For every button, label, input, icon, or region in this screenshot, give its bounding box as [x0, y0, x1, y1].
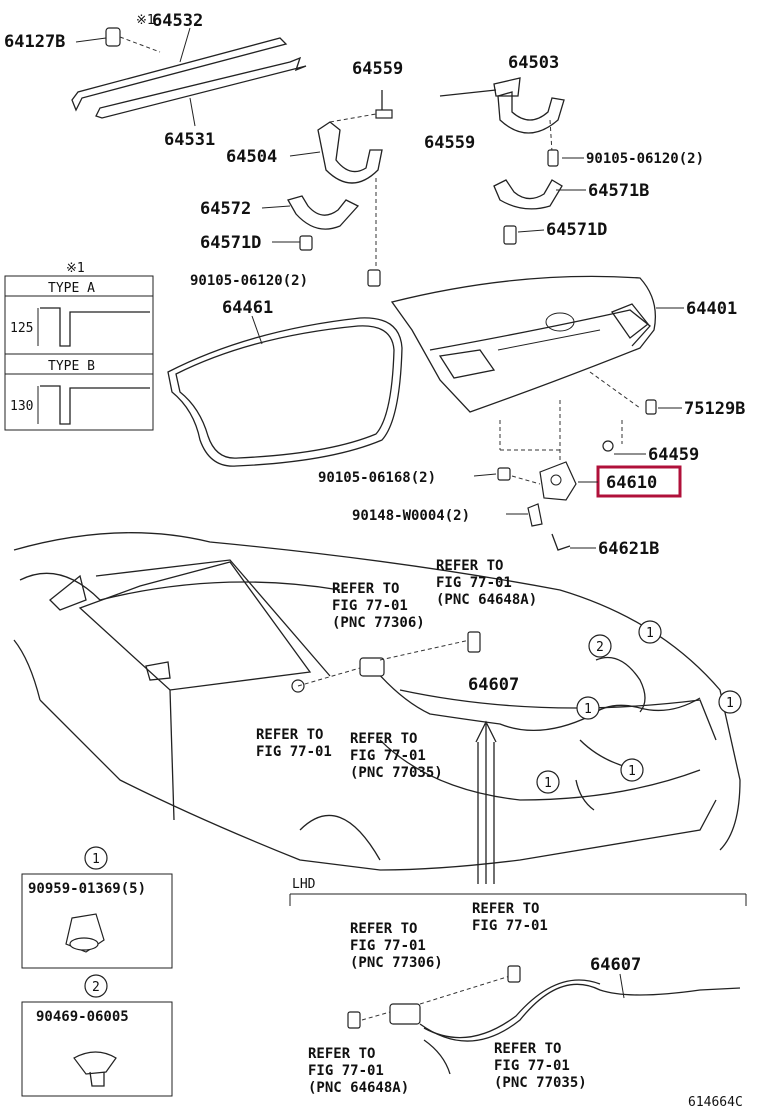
label-64607-a: 64607 [468, 675, 519, 695]
svg-text:FIG 77-01: FIG 77-01 [350, 938, 426, 954]
label-75129B: 75129B [684, 399, 745, 419]
marker-1-e: 1 [536, 770, 560, 794]
label-64610: 64610 [606, 473, 657, 493]
clip-2-part: 90469-06005 [36, 1009, 129, 1025]
figure-id: 614664C [688, 1095, 743, 1110]
label-64571D-b: 64571D [546, 220, 607, 240]
label-64503: 64503 [508, 53, 559, 73]
hinge-left-drawing [287, 90, 393, 287]
svg-text:FIG 77-01: FIG 77-01 [350, 748, 426, 764]
highlight-box-64610 [596, 465, 682, 498]
svg-text:(PNC 77035): (PNC 77035) [350, 765, 443, 781]
car-body-drawing [13, 532, 741, 871]
svg-text:REFER TO: REFER TO [472, 901, 539, 917]
clip-1-part: 90959-01369(5) [28, 881, 146, 897]
refer-note-64648A-a: REFER TO FIG 77-01 (PNC 64648A) [436, 558, 537, 608]
svg-text:REFER TO: REFER TO [350, 921, 417, 937]
label-64504: 64504 [226, 147, 277, 167]
label-64571D-a: 64571D [200, 233, 261, 253]
type-a-dim: 125 [10, 321, 33, 336]
label-64127B: 64127B [4, 32, 65, 52]
svg-text:REFER TO: REFER TO [494, 1041, 561, 1057]
marker-2-a: 2 [588, 634, 612, 658]
svg-text:REFER TO: REFER TO [256, 727, 323, 743]
svg-text:(PNC 77035): (PNC 77035) [494, 1075, 587, 1091]
refer-note-64648A-b: REFER TO FIG 77-01 (PNC 64648A) [308, 1046, 409, 1096]
svg-text:1: 1 [646, 626, 654, 641]
svg-text:1: 1 [584, 702, 592, 717]
marker-1-d: 1 [620, 758, 644, 782]
type-a-label: TYPE A [48, 281, 95, 296]
label-64461: 64461 [222, 298, 273, 318]
label-64571B: 64571B [588, 181, 649, 201]
label-64607-b: 64607 [590, 955, 641, 975]
label-90105-06120-b: 90105-06120(2) [586, 151, 704, 167]
svg-text:FIG 77-01: FIG 77-01 [494, 1058, 570, 1074]
refer-note-77035-b: REFER TO FIG 77-01 (PNC 77035) [494, 1041, 587, 1091]
mark-64532: ※1 [136, 13, 155, 28]
svg-text:(PNC 77306): (PNC 77306) [332, 615, 425, 631]
label-64621B: 64621B [598, 539, 659, 559]
lhd-label: LHD [292, 877, 316, 892]
label-64459: 64459 [648, 445, 699, 465]
lhd-harness-drawing [347, 965, 741, 1075]
stay-64532-drawing [71, 27, 307, 119]
trunk-lid-drawing [390, 275, 657, 460]
svg-text:FIG 77-01: FIG 77-01 [308, 1063, 384, 1079]
svg-text:FIG 77-01: FIG 77-01 [332, 598, 408, 614]
label-64559-a: 64559 [352, 59, 403, 79]
svg-text:REFER TO: REFER TO [332, 581, 399, 597]
refer-note-fig-a: REFER TO FIG 77-01 [256, 727, 332, 760]
label-64559-b: 64559 [424, 133, 475, 153]
label-64531: 64531 [164, 130, 215, 150]
svg-text:2: 2 [596, 640, 604, 655]
label-90105-06168: 90105-06168(2) [318, 470, 436, 486]
svg-text:(PNC 64648A): (PNC 64648A) [436, 592, 537, 608]
type-b-label: TYPE B [48, 359, 95, 374]
svg-text:1: 1 [544, 776, 552, 791]
marker-1-a: 1 [638, 620, 662, 644]
svg-text:2: 2 [92, 980, 100, 995]
svg-text:FIG 77-01: FIG 77-01 [472, 918, 548, 934]
label-64532: 64532 [152, 11, 203, 31]
label-90148-W0004: 90148-W0004(2) [352, 508, 470, 524]
label-64401: 64401 [686, 299, 737, 319]
marker-1-b: 1 [576, 696, 600, 720]
label-90105-06120-a: 90105-06120(2) [190, 273, 308, 289]
svg-text:(PNC 64648A): (PNC 64648A) [308, 1080, 409, 1096]
svg-text:1: 1 [628, 764, 636, 779]
hinge-right-drawing [439, 77, 565, 245]
lock-assembly-drawing [497, 461, 577, 551]
lhd-bracket [289, 893, 747, 906]
svg-text:REFER TO: REFER TO [436, 558, 503, 574]
marker-1-c: 1 [718, 690, 742, 714]
wire-harness-drawing [291, 631, 701, 884]
refer-note-77035-a: REFER TO FIG 77-01 (PNC 77035) [350, 731, 443, 781]
refer-note-fig-b: REFER TO FIG 77-01 [472, 901, 548, 934]
svg-text:FIG 77-01: FIG 77-01 [256, 744, 332, 760]
svg-text:REFER TO: REFER TO [308, 1046, 375, 1062]
type-box [4, 275, 154, 431]
svg-text:1: 1 [92, 852, 100, 867]
weatherstrip-drawing [167, 317, 403, 467]
svg-text:(PNC 77306): (PNC 77306) [350, 955, 443, 971]
svg-text:REFER TO: REFER TO [350, 731, 417, 747]
clip-box-1: 1 90959-01369(5) [21, 846, 173, 969]
svg-text:FIG 77-01: FIG 77-01 [436, 575, 512, 591]
clip-box-2: 2 90469-06005 [21, 974, 173, 1097]
type-box-mark: ※1 [66, 261, 85, 276]
type-b-dim: 130 [10, 399, 33, 414]
label-64572: 64572 [200, 199, 251, 219]
refer-note-77306-a: REFER TO FIG 77-01 (PNC 77306) [332, 581, 425, 631]
svg-text:1: 1 [726, 696, 734, 711]
refer-note-77306-b: REFER TO FIG 77-01 (PNC 77306) [350, 921, 443, 971]
